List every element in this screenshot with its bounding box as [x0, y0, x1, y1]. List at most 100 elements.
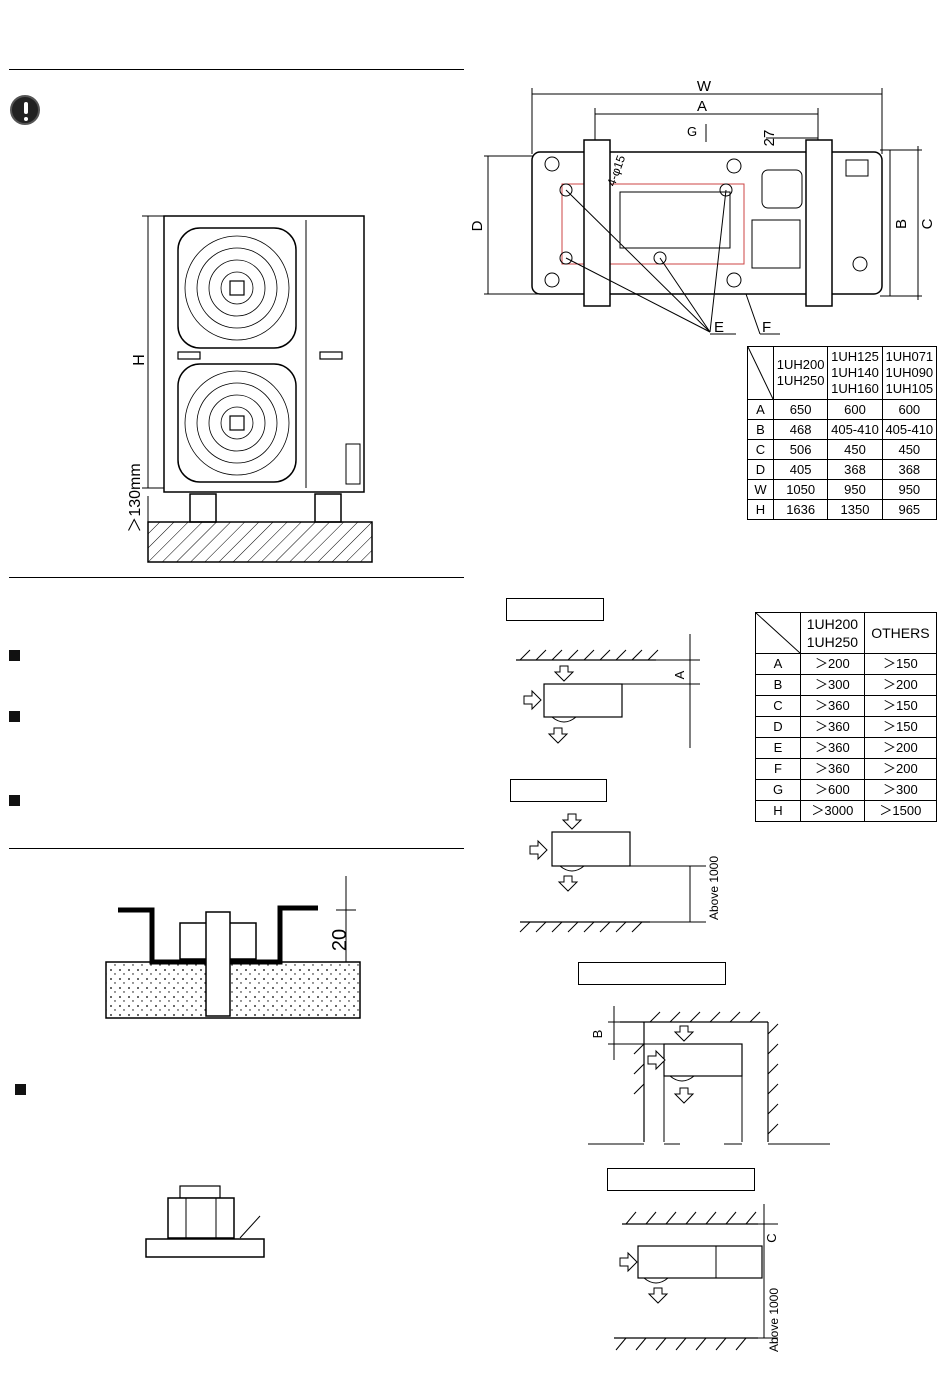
clearance-header-others: OTHERS [863, 612, 938, 654]
row-label: D [747, 459, 774, 480]
bullet-4 [15, 1084, 26, 1095]
clearance-diagram-1: A [516, 634, 700, 748]
diagram-3-label: B [590, 1030, 605, 1039]
table-row: B＞300＞200 [755, 674, 938, 696]
label-f: F [762, 319, 771, 336]
cell: 368 [827, 459, 883, 480]
cell: 600 [881, 399, 938, 420]
cell: 405-410 [881, 419, 938, 440]
row-label: C [755, 695, 801, 717]
clearance-diagram-3: B [588, 1006, 830, 1145]
cell: 450 [827, 439, 883, 460]
cell: ＞200 [863, 737, 938, 759]
base-plate-drawing: W A G 27 D B C 4-φ15 E F [470, 78, 936, 336]
cell: 950 [881, 479, 938, 500]
cell: 650 [772, 399, 829, 420]
cell: 1350 [827, 499, 883, 520]
row-label: D [755, 716, 801, 738]
table-row: G＞600＞300 [755, 779, 938, 801]
diagram-2-label: Above 1000 [707, 856, 721, 920]
cell: ＞150 [863, 716, 938, 738]
clearance-header-1uh200: 1UH200 1UH250 [800, 612, 865, 654]
row-label: A [755, 653, 801, 675]
bullet-2 [9, 711, 20, 722]
cell: ＞600 [800, 779, 865, 801]
clearance-diagram-2: Above 1000 [519, 813, 721, 933]
header-1uh125: 1UH125 1UH140 1UH160 [827, 346, 883, 400]
diagram-1-title-box [506, 598, 604, 621]
cell: 1050 [772, 479, 829, 500]
cell: ＞360 [800, 737, 865, 759]
bullet-3 [9, 795, 20, 806]
cell: ＞200 [800, 653, 865, 675]
row-label: C [747, 439, 774, 460]
section-rule-top [9, 69, 464, 70]
base-dimension-table: 1UH200 1UH250 1UH125 1UH140 1UH160 1UH07… [747, 346, 938, 520]
cell: ＞300 [800, 674, 865, 696]
cell: 600 [827, 399, 883, 420]
cell: ＞150 [863, 695, 938, 717]
diagram-3-title-box [578, 962, 726, 985]
cell: ＞200 [863, 758, 938, 780]
cell: 405 [772, 459, 829, 480]
table-row: C＞360＞150 [755, 695, 938, 717]
caution-icon [10, 95, 40, 125]
cell: ＞300 [863, 779, 938, 801]
section-rule-lower [9, 848, 464, 849]
row-label: B [747, 419, 774, 440]
label-e: E [714, 319, 724, 336]
label-g: G [687, 124, 697, 139]
clearance-diagram-4: C Above 1000 [614, 1204, 781, 1352]
cell: 468 [772, 419, 829, 440]
cell: ＞200 [863, 674, 938, 696]
table-row: E＞360＞200 [755, 737, 938, 759]
cell: 506 [772, 439, 829, 460]
cell: 950 [827, 479, 883, 500]
nut-drawing [145, 1185, 265, 1258]
row-label: A [747, 399, 774, 420]
diagram-1-label: A [672, 670, 687, 679]
label-d: D [470, 220, 486, 231]
bolt-dim-label: 20 [329, 929, 351, 951]
cell: 1636 [772, 499, 829, 520]
outdoor-unit-drawing: H ＞130mm [127, 215, 373, 563]
row-label: E [755, 737, 801, 759]
table-row: H＞3000＞1500 [755, 800, 938, 822]
diagram-4-title-box [607, 1168, 755, 1191]
table-row: A＞200＞150 [755, 653, 938, 675]
bullet-1 [9, 650, 20, 661]
cell: 450 [881, 439, 938, 460]
row-label: H [747, 499, 774, 520]
label-c: C [919, 218, 936, 229]
diagram-2-title-box [510, 779, 607, 802]
cell: ＞1500 [863, 800, 938, 822]
cell: ＞150 [863, 653, 938, 675]
header-1uh071: 1UH071 1UH090 1UH105 [881, 346, 938, 400]
label-w: W [697, 78, 712, 95]
row-label: B [755, 674, 801, 696]
section-rule-middle [9, 577, 464, 578]
cell: 405-410 [827, 419, 883, 440]
row-label: W [747, 479, 774, 500]
height-label: H [131, 354, 148, 366]
cell: ＞360 [800, 716, 865, 738]
row-label: F [755, 758, 801, 780]
clearance-table: 1UH200 1UH250 OTHERS A＞200＞150 B＞300＞200… [755, 612, 938, 822]
header-corner [747, 346, 774, 400]
label-b: B [893, 219, 910, 229]
header-1uh200: 1UH200 1UH250 [772, 346, 829, 400]
anchor-bolt-drawing: 20 [105, 876, 361, 1019]
clearance-header-corner [755, 612, 801, 654]
clearance-label: ＞130mm [127, 463, 144, 532]
diagram-4-label-c: C [764, 1233, 779, 1242]
cell: 965 [881, 499, 938, 520]
label-a: A [697, 98, 707, 115]
row-label: H [755, 800, 801, 822]
row-label: G [755, 779, 801, 801]
